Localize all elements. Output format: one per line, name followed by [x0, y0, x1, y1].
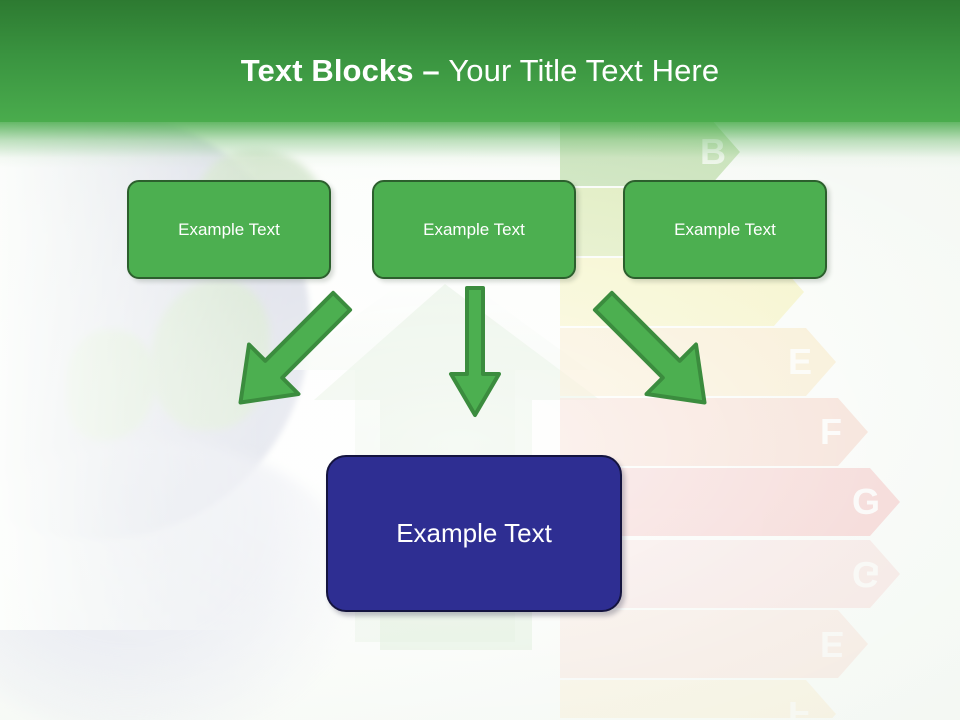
svg-text:G: G	[852, 481, 880, 522]
arrow-down-left-icon	[580, 278, 730, 428]
arrow-down-right-icon	[215, 278, 365, 428]
svg-text:F: F	[788, 694, 810, 718]
text-block-1-label: Example Text	[178, 219, 280, 239]
text-block-2-label: Example Text	[423, 219, 525, 239]
result-text-block-label: Example Text	[396, 518, 552, 548]
svg-text:E: E	[788, 341, 812, 382]
arrow-down-icon	[448, 286, 502, 418]
svg-text:G: G	[852, 554, 880, 595]
svg-text:F: F	[820, 411, 842, 452]
page-title: Text Blocks – Your Title Text Here	[0, 52, 960, 90]
slide-header-band	[0, 0, 960, 122]
text-block-1[interactable]: Example Text	[127, 180, 331, 279]
text-block-3[interactable]: Example Text	[623, 180, 827, 279]
page-title-strong: Text Blocks –	[240, 53, 449, 88]
svg-text:E: E	[820, 624, 844, 665]
page-title-light: Your Title Text Here	[448, 53, 720, 88]
svg-text:B: B	[700, 131, 726, 172]
result-text-block[interactable]: Example Text	[326, 455, 622, 612]
text-block-3-label: Example Text	[674, 219, 776, 239]
text-block-2[interactable]: Example Text	[372, 180, 576, 279]
